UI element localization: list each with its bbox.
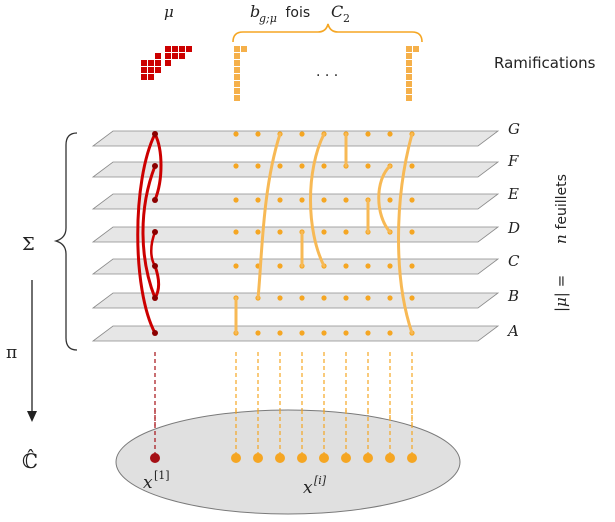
sheet-labels: G F E D C B A xyxy=(506,120,520,340)
sheet-c xyxy=(91,258,500,275)
bg-c: C xyxy=(331,2,343,21)
sheet-b xyxy=(91,292,500,309)
mu-arc-inner xyxy=(153,133,163,201)
sheet-label-c: C xyxy=(508,252,520,270)
orange-sheet-dots xyxy=(233,131,415,336)
sheet-d xyxy=(91,226,500,243)
bg-b: b xyxy=(250,2,260,21)
feuillets-word: feuillets xyxy=(554,174,570,234)
base-sphere xyxy=(115,409,461,515)
feuillets-prefix: |μ| = xyxy=(552,275,570,312)
sheet-g xyxy=(91,130,500,147)
sheet-label-f: F xyxy=(507,152,519,170)
ramifications-label: Ramifications xyxy=(494,54,596,72)
sigma-brace xyxy=(53,132,78,351)
bg-sub: g;μ xyxy=(259,12,277,25)
x1-sup: [1] xyxy=(154,469,170,482)
sheet-label-b: B xyxy=(507,287,519,305)
base-point-x1 xyxy=(150,453,160,463)
pi-arrow-head xyxy=(27,411,37,422)
xi-x: x xyxy=(303,478,313,498)
sheet-a xyxy=(91,325,500,342)
projection-lines-over xyxy=(154,410,413,456)
sheet-label-d: D xyxy=(507,219,520,237)
transposition-2 xyxy=(256,132,282,300)
transposition-8 xyxy=(397,132,414,335)
xi-sup: [i] xyxy=(314,474,327,487)
base-points xyxy=(150,453,417,463)
ellipsis: · · · xyxy=(316,68,338,84)
feuillets-label: |μ| = n feuillets xyxy=(552,174,570,312)
sheet-e xyxy=(91,193,500,210)
orange-transpositions xyxy=(234,132,414,335)
feuillets-n: n xyxy=(552,234,570,244)
transposition-4 xyxy=(309,132,326,268)
c2-young-diagram-right xyxy=(406,46,419,101)
x1-x: x xyxy=(143,473,153,493)
c2-young-diagram-left xyxy=(234,46,247,101)
mu-cycle xyxy=(136,131,163,336)
sheet-label-e: E xyxy=(507,185,519,203)
mu-arc-outer xyxy=(136,133,157,334)
bg-mu-label: b g;μ fois C 2 xyxy=(250,2,350,25)
riemann-sphere-label: ℂ̂ xyxy=(22,447,38,473)
sheet-label-g: G xyxy=(508,120,520,138)
bg-fois: fois xyxy=(281,5,315,21)
mu-label: μ xyxy=(164,3,174,21)
top-brace xyxy=(232,23,423,43)
sheet-f xyxy=(91,161,500,178)
base-label-xi: x [i] xyxy=(303,474,327,498)
pi-label: π xyxy=(6,343,17,363)
mu-young-diagram xyxy=(141,46,192,80)
sigma-label: Σ xyxy=(22,234,35,255)
sheet-label-a: A xyxy=(506,322,519,340)
mu-arc-middle xyxy=(141,165,157,299)
bg-c-sub: 2 xyxy=(343,12,350,25)
sheets xyxy=(91,130,500,342)
base-label-x1: x [1] xyxy=(143,469,170,493)
transposition-7 xyxy=(377,164,392,234)
